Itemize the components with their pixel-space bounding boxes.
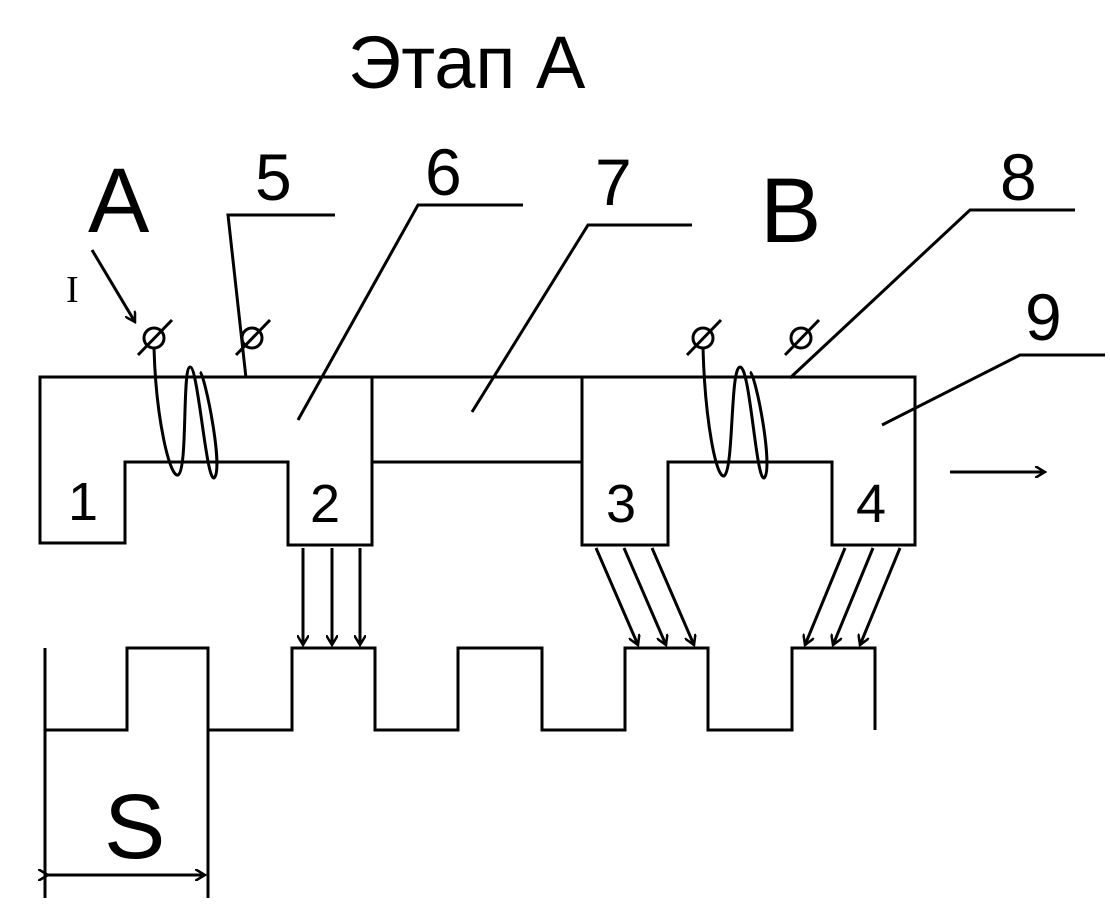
callout-9: 9 [1025, 280, 1062, 354]
pole-label-b: B [760, 160, 821, 262]
flux-arrows-tooth-3 [594, 547, 694, 645]
coil-b [701, 347, 769, 480]
leader-9 [881, 353, 1105, 427]
current-arrow [90, 249, 137, 322]
flux-arrows-tooth-4 [805, 547, 902, 645]
toothed-rail [45, 646, 877, 732]
stage-title: Этап A [348, 21, 586, 104]
current-label: I [66, 269, 79, 311]
terminal-b-out [789, 326, 813, 350]
leader-8 [788, 208, 1075, 380]
winding-a [136, 318, 272, 480]
leader-6 [296, 203, 523, 421]
tooth-1: 1 [68, 472, 98, 532]
callout-5: 5 [255, 140, 292, 214]
tooth-4: 4 [856, 474, 886, 534]
callout-7: 7 [595, 145, 632, 219]
flux-arrows-tooth-2 [303, 548, 360, 645]
leader-7 [470, 223, 692, 413]
pitch-label: S [104, 776, 165, 878]
leader-lines [226, 203, 1105, 427]
leader-5 [226, 213, 335, 379]
terminal-a-out [240, 326, 264, 350]
pole-label-a: A [88, 150, 150, 252]
callout-8: 8 [1000, 140, 1037, 214]
winding-b [685, 318, 821, 480]
tooth-2: 2 [310, 474, 340, 534]
tooth-3: 3 [606, 474, 636, 534]
coil-a [152, 347, 219, 480]
callout-6: 6 [425, 135, 462, 209]
